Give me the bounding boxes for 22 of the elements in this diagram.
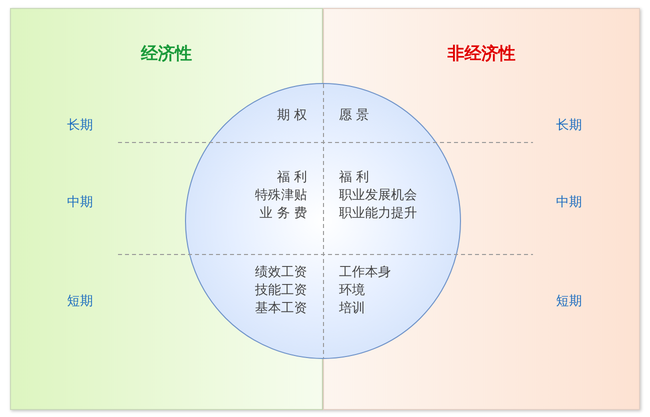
circle-text: 工作本身 — [339, 264, 391, 282]
circle-text: 福 利 — [339, 169, 370, 187]
circle-text: 愿 景 — [339, 107, 370, 125]
circle-text: 期 权 — [276, 107, 307, 125]
term-label: 长期 — [555, 117, 583, 135]
circle-text: 培训 — [339, 300, 365, 318]
term-label: 长期 — [66, 117, 94, 135]
circle-text: 职业能力提升 — [339, 205, 417, 223]
term-label: 短期 — [66, 293, 94, 311]
term-label: 中期 — [555, 194, 583, 212]
circle-text: 环境 — [339, 282, 365, 300]
term-label: 中期 — [66, 194, 94, 212]
circle-text: 特殊津贴 — [255, 187, 307, 205]
term-label: 短期 — [555, 293, 583, 311]
circle-text: 业 务 费 — [260, 205, 307, 223]
circle-text: 福 利 — [276, 169, 307, 187]
circle-text: 基本工资 — [255, 300, 307, 318]
panel-heading: 非经济性 — [446, 43, 516, 65]
circle-text: 技能工资 — [255, 282, 307, 300]
panel-heading: 经济性 — [140, 43, 193, 65]
circle-text: 职业发展机会 — [339, 187, 417, 205]
circle-text: 绩效工资 — [255, 264, 307, 282]
